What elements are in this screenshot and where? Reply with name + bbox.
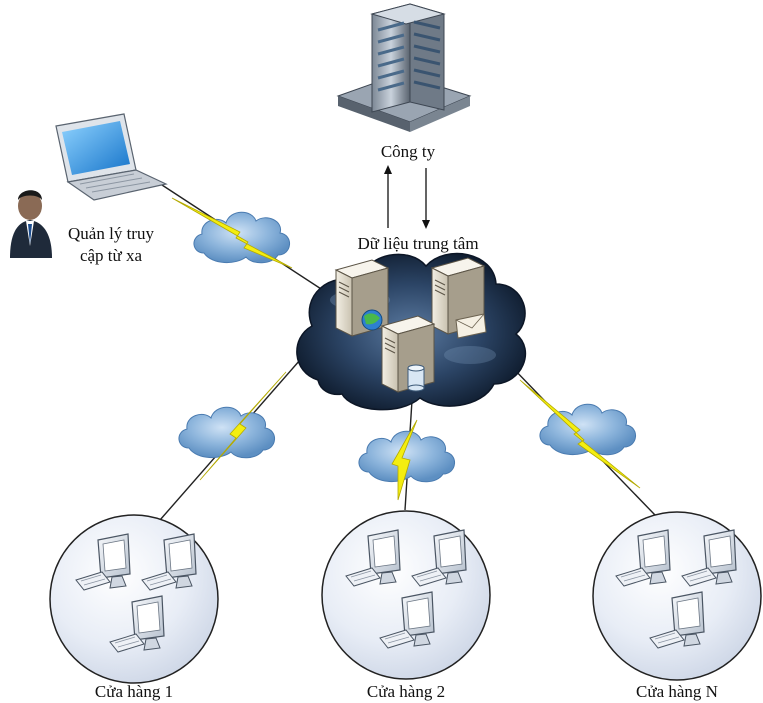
cloud-server-cluster-icon: [296, 252, 527, 411]
store-n-label: Cửa hàng N: [636, 682, 718, 701]
wireless-link-remote: [171, 197, 293, 269]
store-2: [321, 510, 491, 680]
company-label: Công ty: [380, 142, 436, 161]
remote-access-label-line1: Quản lý truy: [68, 224, 154, 243]
wireless-link-store-n: [519, 379, 641, 489]
laptop-icon: [55, 113, 168, 201]
database-icon: [407, 364, 425, 392]
lightning-bolt-icon: [199, 371, 287, 481]
manager-person-icon: [10, 190, 52, 258]
store-1-label: Cửa hàng 1: [94, 682, 174, 701]
arrow-down-icon: [422, 168, 430, 229]
store-2-label: Cửa hàng 2: [366, 682, 446, 701]
store-1: [49, 514, 219, 684]
store-n: [592, 511, 762, 681]
wireless-link-store-2: [358, 419, 456, 501]
lightning-bolt-icon: [519, 379, 641, 489]
wireless-link-store-1: [178, 371, 287, 481]
remote-access-label-line2: cập từ xa: [79, 246, 143, 265]
lightning-bolt-icon: [171, 197, 293, 269]
store-circle: [592, 511, 762, 681]
lightning-bolt-icon: [391, 419, 418, 501]
office-building-icon: [336, 3, 472, 132]
datacenter-label: Dữ liệu trung tâm: [357, 234, 479, 253]
arrow-up-icon: [384, 165, 392, 228]
